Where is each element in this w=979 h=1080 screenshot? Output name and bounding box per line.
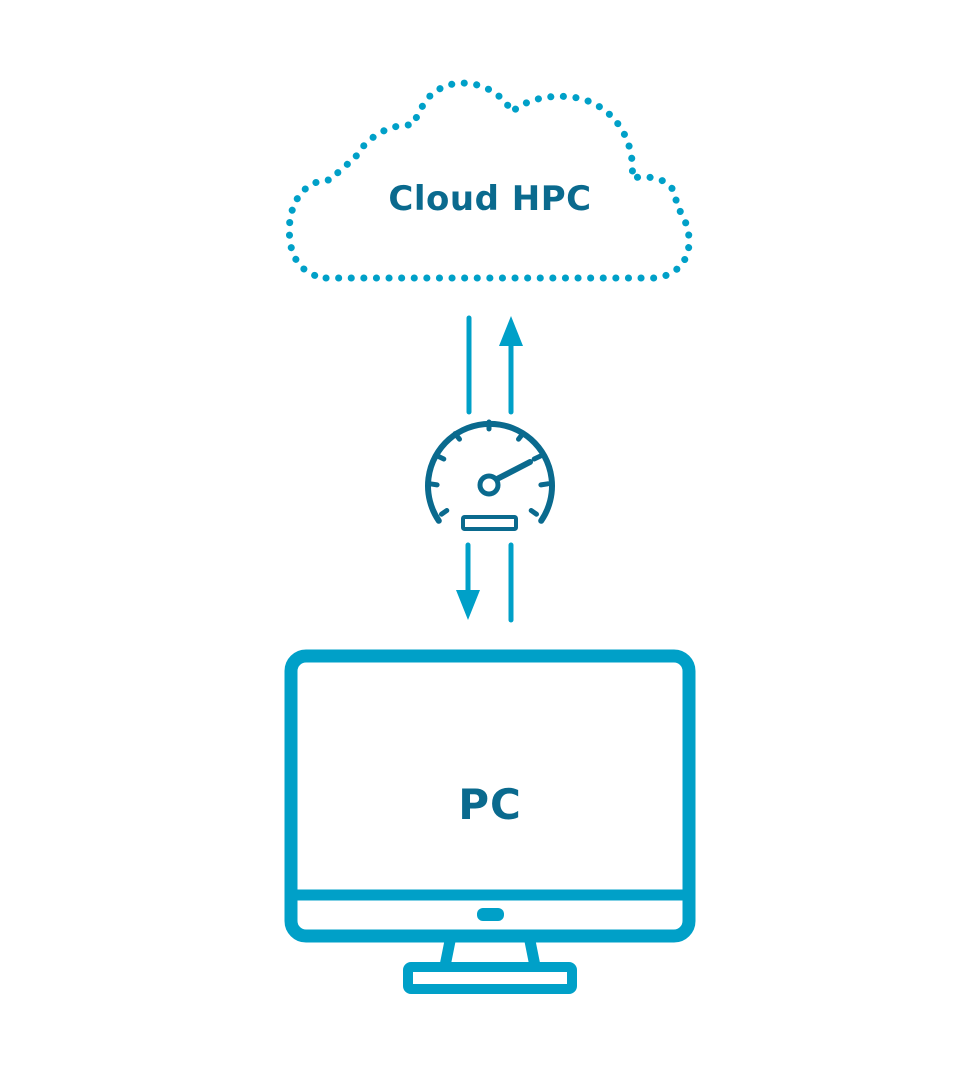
gauge-ticks	[427, 419, 551, 517]
monitor-stand-base	[403, 962, 577, 994]
cloud-hpc-label: Cloud HPC	[388, 179, 592, 219]
gauge-arc	[425, 420, 555, 524]
downlink-arrowhead	[456, 590, 480, 620]
power-indicator	[477, 908, 504, 921]
gauge-hub	[477, 473, 501, 497]
pc-label: PC	[458, 780, 522, 829]
cloud-outline	[285, 79, 693, 282]
gauge-display	[461, 515, 518, 531]
cloud-icon	[285, 79, 693, 282]
monitor-stand-neck	[439, 930, 541, 972]
upper-connector	[466, 315, 523, 415]
gauge-needle	[494, 459, 533, 482]
lower-connector	[456, 542, 514, 623]
speedometer-icon	[425, 419, 555, 531]
monitor-screen	[284, 649, 696, 943]
monitor-icon	[284, 649, 696, 994]
uplink-arrowhead	[499, 316, 523, 346]
